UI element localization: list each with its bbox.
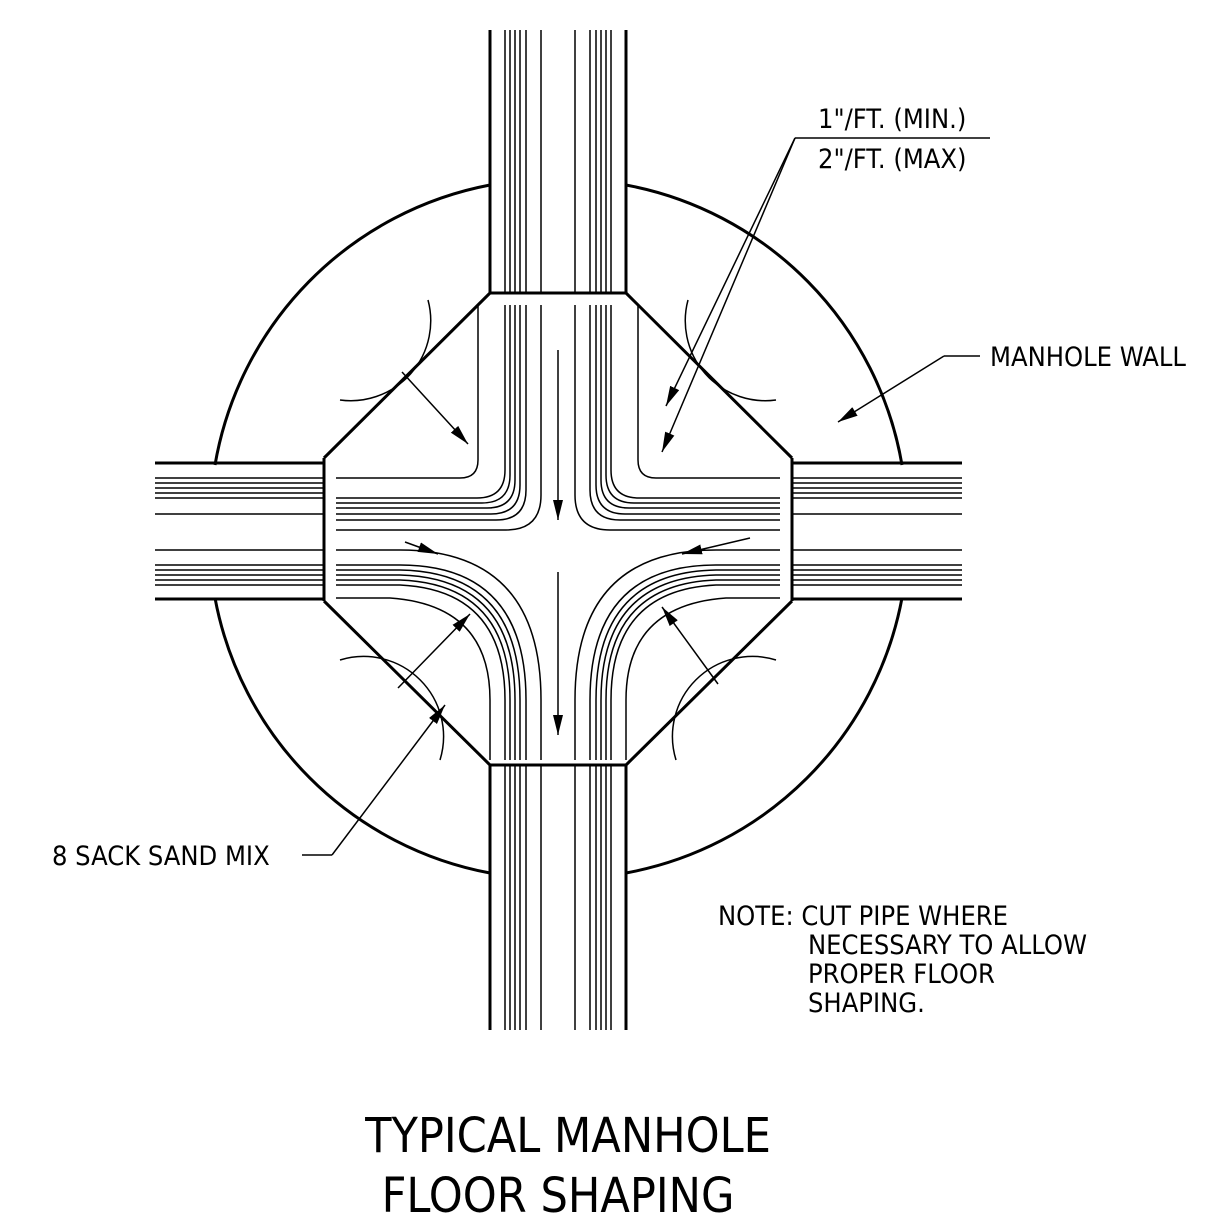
- note-line-3: PROPER FLOOR: [808, 959, 995, 990]
- note-line-4: SHAPING.: [808, 988, 925, 1019]
- note-line-2: NECESSARY TO ALLOW: [808, 930, 1087, 961]
- channel-lines-top-right: [574, 305, 780, 531]
- sand-mix-label: 8 SACK SAND MIX: [52, 841, 270, 872]
- bench-arcs: [339, 299, 777, 761]
- channel-lines-bottom-right: [574, 549, 780, 760]
- drawing-title: TYPICAL MANHOLE FLOOR SHAPING: [364, 1108, 771, 1224]
- manhole-wall-label: MANHOLE WALL: [990, 342, 1186, 373]
- slope-arrows: [397, 350, 751, 735]
- slope-max-label: 2"/FT. (MAX): [818, 144, 967, 175]
- pipe-top: [488, 30, 628, 293]
- slope-min-label: 1"/FT. (MIN.): [818, 104, 966, 135]
- channel-lines-top-left: [336, 305, 542, 531]
- title-line-1: TYPICAL MANHOLE: [364, 1108, 771, 1164]
- title-line-2: FLOOR SHAPING: [382, 1168, 735, 1224]
- leader-lines: [302, 137, 990, 856]
- pipe-left: [155, 461, 324, 601]
- channel-lines-bottom-left: [336, 549, 542, 760]
- note-line-1: NOTE: CUT PIPE WHERE: [718, 901, 1008, 932]
- note-block: NOTE: CUT PIPE WHERE NECESSARY TO ALLOW …: [718, 901, 1087, 1019]
- pipe-right: [792, 461, 962, 601]
- manhole-wall: [213, 183, 904, 875]
- pipe-bottom: [488, 765, 628, 1030]
- floor-boundary: [322, 291, 794, 767]
